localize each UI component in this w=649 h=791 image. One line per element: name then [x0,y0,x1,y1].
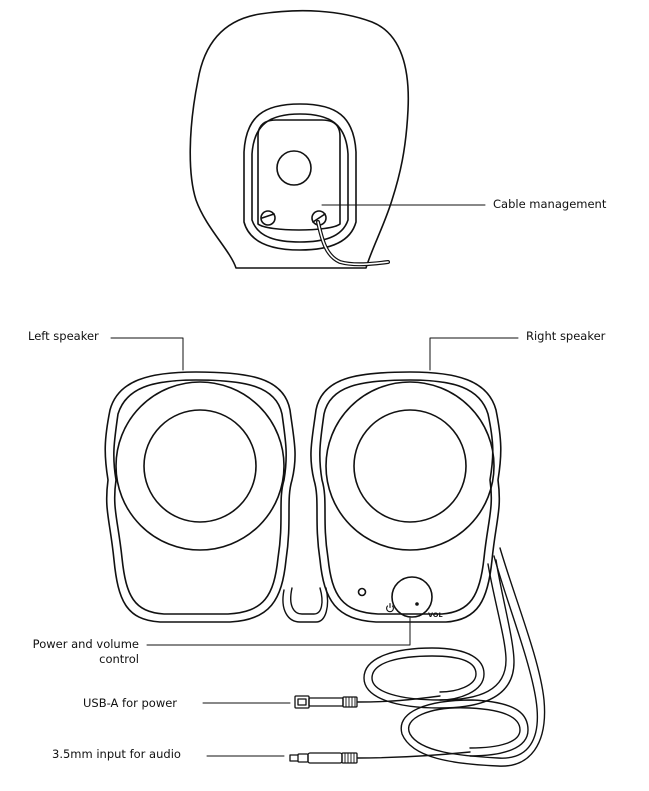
right-grille-outer [325,381,495,551]
label-power-volume-line2: control [99,652,139,666]
cable-slot-left-icon [260,210,276,226]
left-speaker-inner [113,379,287,615]
rear-recess-outer [243,103,357,251]
left-driver [143,409,257,523]
speaker-cables [357,547,546,767]
label-left-speaker: Left speaker [28,329,99,343]
left-grille-outer [115,381,285,551]
leader-right-speaker [429,337,519,371]
vol-marking: VOL [428,611,443,619]
power-icon [386,602,394,613]
power-led-icon [357,587,367,597]
label-audio-input: 3.5mm input for audio [52,747,181,761]
leader-left-speaker [110,337,184,371]
rear-view-speaker [189,9,410,269]
label-power-volume-line1: Power and volume [32,637,139,651]
inter-speaker-cable [282,587,329,623]
label-power-volume: Power and volume control [26,637,139,667]
leader-power-volume [146,617,411,646]
label-usb-power: USB-A for power [83,696,178,710]
rear-plate [257,119,341,231]
rear-port [276,150,312,186]
rear-speaker-body [189,9,410,269]
volume-knob [391,576,433,618]
usb-a-plug-icon [294,695,358,709]
rear-recess-inner [251,113,349,243]
right-speaker-inner [319,379,494,615]
left-speaker-outer [104,371,296,623]
label-right-speaker: Right speaker [526,329,606,343]
label-cable-management: Cable management [493,197,607,211]
right-speaker: VOL [310,371,502,623]
right-driver [353,409,467,523]
left-speaker [104,371,296,623]
audio-jack-icon [289,752,358,764]
right-speaker-outer [310,371,502,623]
